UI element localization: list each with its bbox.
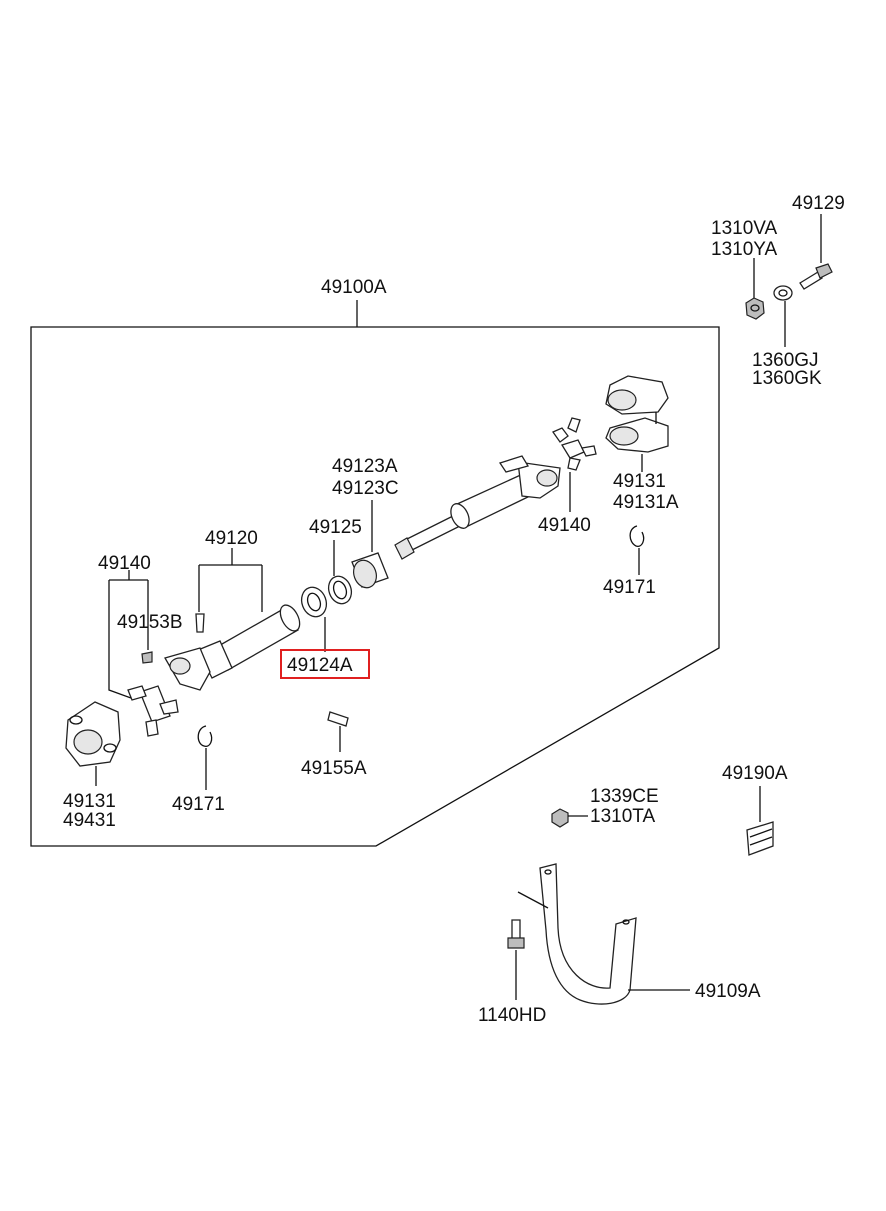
label-49155A[interactable]: 49155A <box>301 758 367 779</box>
label-49120[interactable]: 49120 <box>205 528 258 549</box>
plug-49153B-small <box>141 580 153 664</box>
label-49125[interactable]: 49125 <box>309 517 362 538</box>
flange-yoke-49131-bottom <box>65 701 121 786</box>
bolt-1140HD <box>507 919 525 1000</box>
label-1310YA[interactable]: 1310YA <box>711 239 778 260</box>
nut-1339CE <box>551 808 588 828</box>
label-49140-right[interactable]: 49140 <box>538 515 591 536</box>
label-49129[interactable]: 49129 <box>792 193 845 214</box>
label-49131-bottom[interactable]: 49131 <box>63 791 116 812</box>
universal-joint-49140-right <box>552 417 597 512</box>
bracket-49109A <box>517 863 690 1005</box>
flange-yoke-49131-top <box>605 375 669 472</box>
label-49140-left[interactable]: 49140 <box>98 553 151 574</box>
label-49153B[interactable]: 49153B <box>117 612 183 633</box>
bolt-49155A <box>327 711 349 752</box>
label-49131A[interactable]: 49131A <box>613 492 679 513</box>
label-1310VA[interactable]: 1310VA <box>711 218 778 239</box>
ring-49125 <box>327 540 353 605</box>
seal-49123A <box>351 500 389 589</box>
label-1360GJ[interactable]: 1360GJ <box>752 350 819 371</box>
snap-ring-49171-left <box>197 725 213 790</box>
label-49171-right[interactable]: 49171 <box>603 577 656 598</box>
highlight-box-49124A <box>280 649 370 679</box>
label-plate-49190A <box>746 786 774 856</box>
bolt-49129 <box>799 214 833 290</box>
label-1140HD[interactable]: 1140HD <box>478 1005 546 1026</box>
label-49100A[interactable]: 49100A <box>321 277 387 298</box>
grease-fitting-49153B <box>195 613 205 633</box>
label-49109A[interactable]: 49109A <box>695 981 761 1002</box>
label-49190A[interactable]: 49190A <box>722 763 788 784</box>
nut-1310VA <box>745 258 765 320</box>
label-49131-top[interactable]: 49131 <box>613 471 666 492</box>
label-1360GK[interactable]: 1360GK <box>752 368 822 389</box>
washer-49124A <box>300 586 328 652</box>
slip-yoke-49120 <box>164 548 301 691</box>
label-49171-left[interactable]: 49171 <box>172 794 225 815</box>
label-49123C[interactable]: 49123C <box>332 478 399 499</box>
label-1339CE[interactable]: 1339CE <box>590 786 659 807</box>
label-49124A[interactable]: 49124A <box>287 655 353 676</box>
assembly-boundary <box>30 326 720 847</box>
label-1310TA[interactable]: 1310TA <box>590 806 655 827</box>
universal-joint-49140-left <box>108 570 179 737</box>
washer-1360GJ <box>773 285 793 347</box>
label-49123A[interactable]: 49123A <box>332 456 398 477</box>
label-49431[interactable]: 49431 <box>63 810 116 831</box>
propeller-shaft-front <box>394 455 561 560</box>
snap-ring-49171-right <box>629 525 645 575</box>
